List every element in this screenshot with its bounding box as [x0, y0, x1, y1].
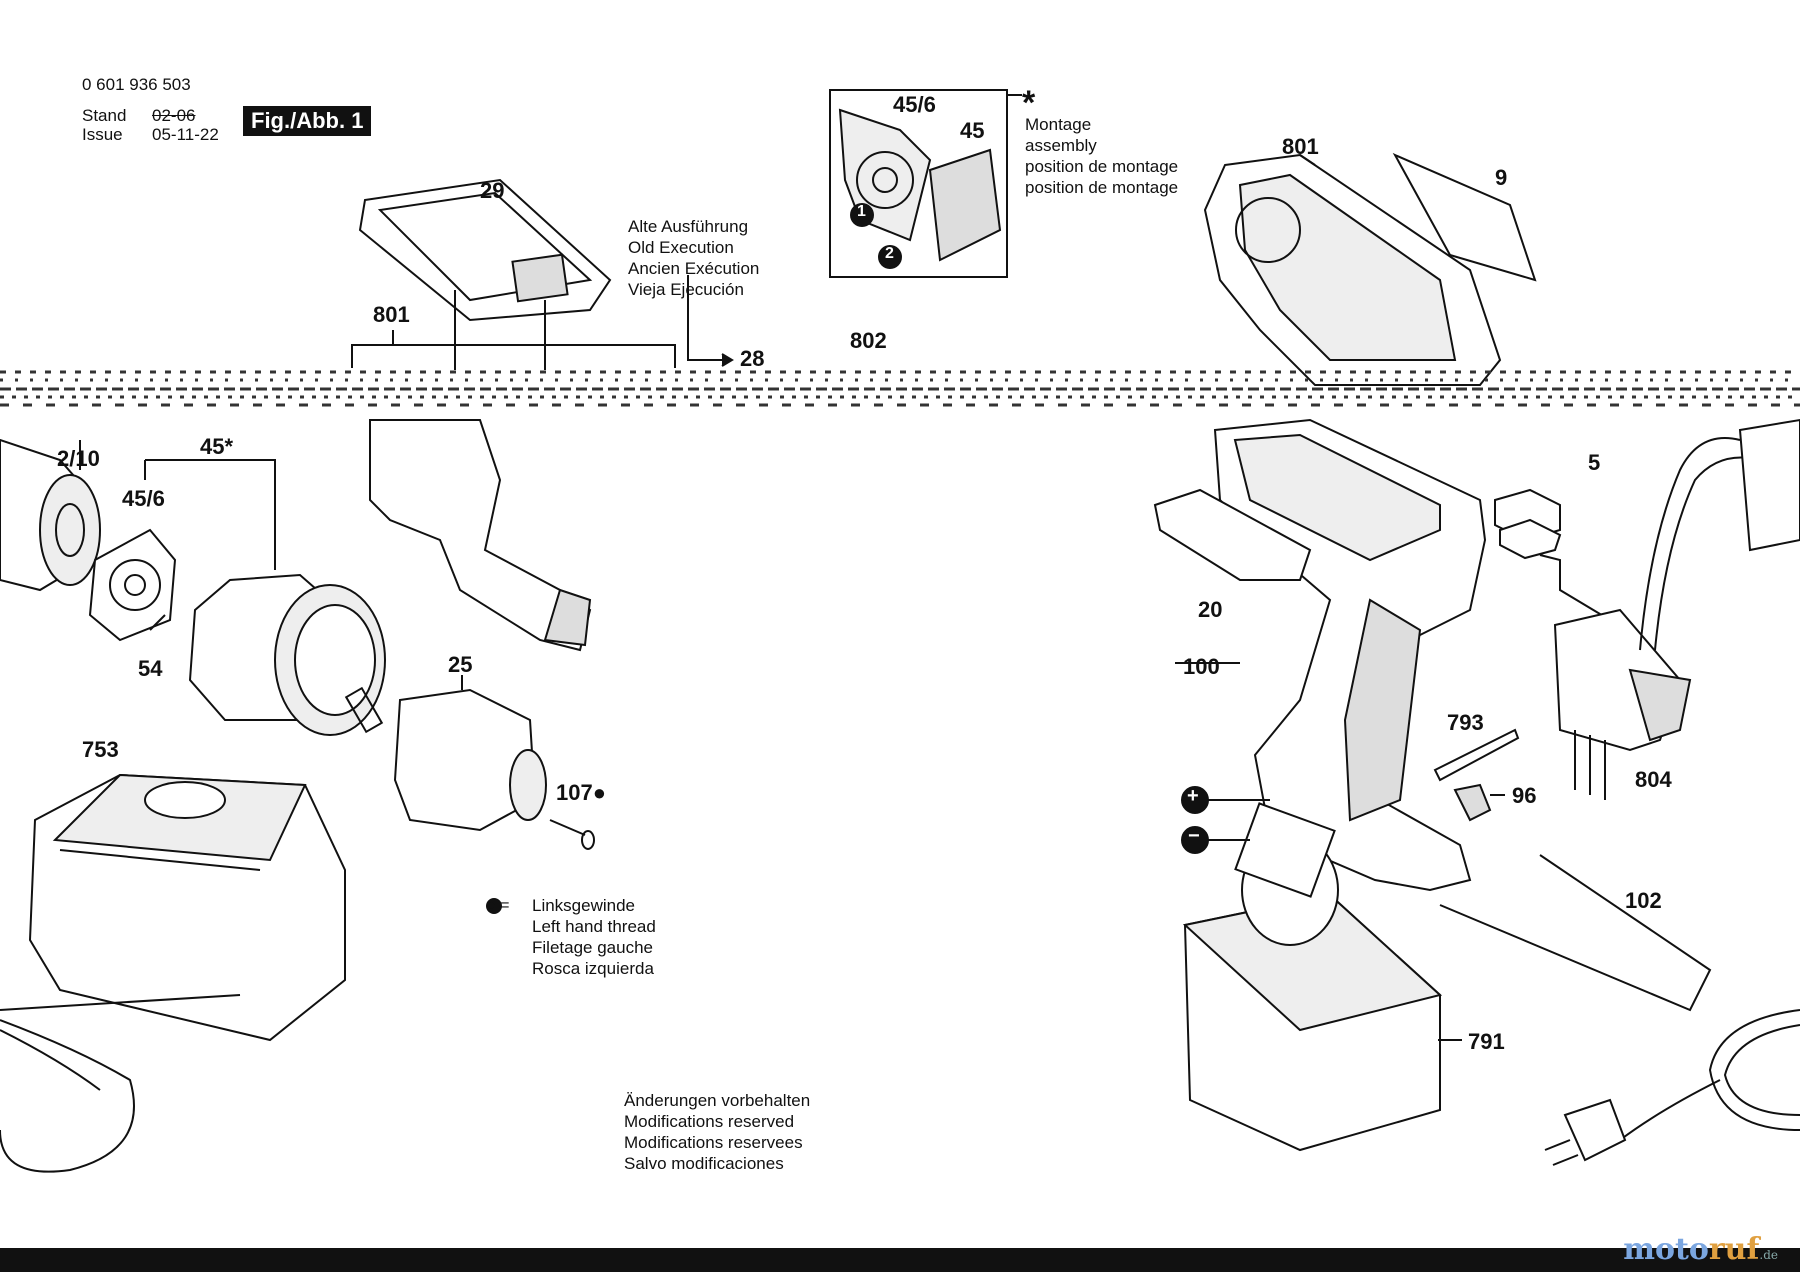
part-label-801-right: 801	[1282, 134, 1319, 159]
battery-791-drawing	[1182, 799, 1443, 1152]
left-thread-de: Linksgewinde	[532, 896, 636, 915]
scan-noise-band	[0, 370, 1800, 407]
modifications-fr: Modifications reservees	[624, 1133, 803, 1152]
old-version-de: Alte Ausführung	[628, 217, 749, 236]
step-1-marker	[850, 203, 874, 227]
modifications-de: Änderungen vorbehalten	[624, 1091, 811, 1110]
chuck-drawing	[393, 675, 547, 832]
date-old: 02-06	[152, 106, 196, 125]
document-number: 0 601 936 503	[82, 75, 191, 94]
brush-793-drawing	[1433, 728, 1520, 822]
part-label-29: 29	[480, 178, 505, 203]
watermark-suffix: .de	[1759, 1248, 1778, 1262]
part-label-28: 28	[740, 346, 765, 371]
part-label-802: 802	[850, 328, 887, 353]
part-label-9: 9	[1495, 165, 1508, 190]
part-label-791: 791	[1468, 1029, 1505, 1054]
assembly-fr: position de montage	[1025, 157, 1179, 176]
left-thread-es: Rosca izquierda	[532, 959, 654, 978]
left-thread-en: Left hand thread	[532, 917, 656, 936]
wire-102-drawing	[1439, 854, 1712, 1012]
step-2-number: 2	[885, 245, 894, 262]
cable-drawing	[1708, 1009, 1800, 1131]
modifications-en: Modifications reserved	[624, 1112, 795, 1131]
battery-cover-drawing	[358, 178, 612, 370]
minus-sign: −	[1188, 825, 1200, 847]
step-2-marker	[878, 245, 902, 269]
part-label-801-left: 801	[373, 302, 410, 327]
arrow-to-28	[687, 275, 730, 361]
charger-drawing	[0, 773, 346, 1173]
left-thread-equals: ● =	[486, 897, 510, 914]
gearbox-drawing	[144, 459, 386, 736]
assembly-note: Montage assembly position de montage pos…	[1025, 114, 1178, 198]
assembly-en: assembly	[1025, 136, 1097, 155]
grip-20-drawing	[1153, 488, 1312, 581]
old-version-note: Alte Ausführung Old Execution Ancien Exé…	[628, 216, 759, 300]
bottom-bar	[0, 1248, 1800, 1272]
screw-107-drawing	[549, 819, 595, 850]
watermark-part2: ruf	[1708, 1232, 1760, 1267]
part-label-793: 793	[1447, 710, 1484, 735]
part-label-20: 20	[1198, 597, 1223, 622]
gear-plate-drawing	[88, 528, 177, 642]
electronics-804-drawing	[1553, 418, 1800, 800]
part-label-102: 102	[1625, 888, 1662, 913]
left-thread-fr: Filetage gauche	[532, 938, 653, 957]
part-label-804: 804	[1635, 767, 1672, 792]
modifications-note: Änderungen vorbehalten Modifications res…	[624, 1090, 810, 1174]
left-thread-bullet	[486, 898, 502, 914]
inset-label-45: 45	[960, 118, 985, 143]
issue-label: Issue	[82, 125, 123, 144]
part-label-25: 25	[448, 652, 473, 677]
switch-5-drawing	[1494, 488, 1611, 621]
inset-label-45-6: 45/6	[893, 92, 936, 117]
label-9-drawing	[1392, 152, 1537, 282]
assembly-es: position de montage	[1025, 178, 1179, 197]
part-label-100: 100	[1183, 654, 1220, 679]
step-1-number: 1	[857, 203, 866, 220]
part-label-753: 753	[82, 737, 119, 762]
assembly-de: Montage	[1025, 115, 1092, 134]
date-new: 05-11-22	[152, 125, 219, 144]
watermark: motoruf.de	[1623, 1232, 1778, 1267]
bracket-801-left	[351, 344, 676, 368]
part-label-2-10: 2/10	[57, 446, 100, 471]
housing-half-upper	[1203, 153, 1502, 386]
modifications-es: Salvo modificaciones	[624, 1154, 784, 1173]
part-label-107: 107●	[556, 780, 606, 805]
part-label-96: 96	[1512, 783, 1537, 808]
part-label-5: 5	[1588, 450, 1601, 475]
plus-sign: +	[1187, 785, 1199, 807]
old-version-fr: Ancien Exécution	[628, 259, 760, 278]
motor-drawing	[0, 438, 101, 592]
part-label-45: 45*	[200, 434, 234, 459]
figure-label: Fig./Abb. 1	[243, 106, 372, 136]
old-version-es: Vieja Ejecución	[628, 280, 744, 299]
part-label-45-6: 45/6	[122, 486, 165, 511]
old-version-en: Old Execution	[628, 238, 734, 257]
housing-half-lower-left	[369, 419, 592, 652]
left-thread-note: Linksgewinde Left hand thread Filetage g…	[532, 895, 656, 979]
watermark-part1: moto	[1623, 1232, 1709, 1267]
part-label-54: 54	[138, 656, 163, 681]
assembly-asterisk: *	[1022, 84, 1036, 122]
stand-label: Stand	[82, 106, 127, 125]
assembly-inset-box	[829, 89, 1008, 278]
